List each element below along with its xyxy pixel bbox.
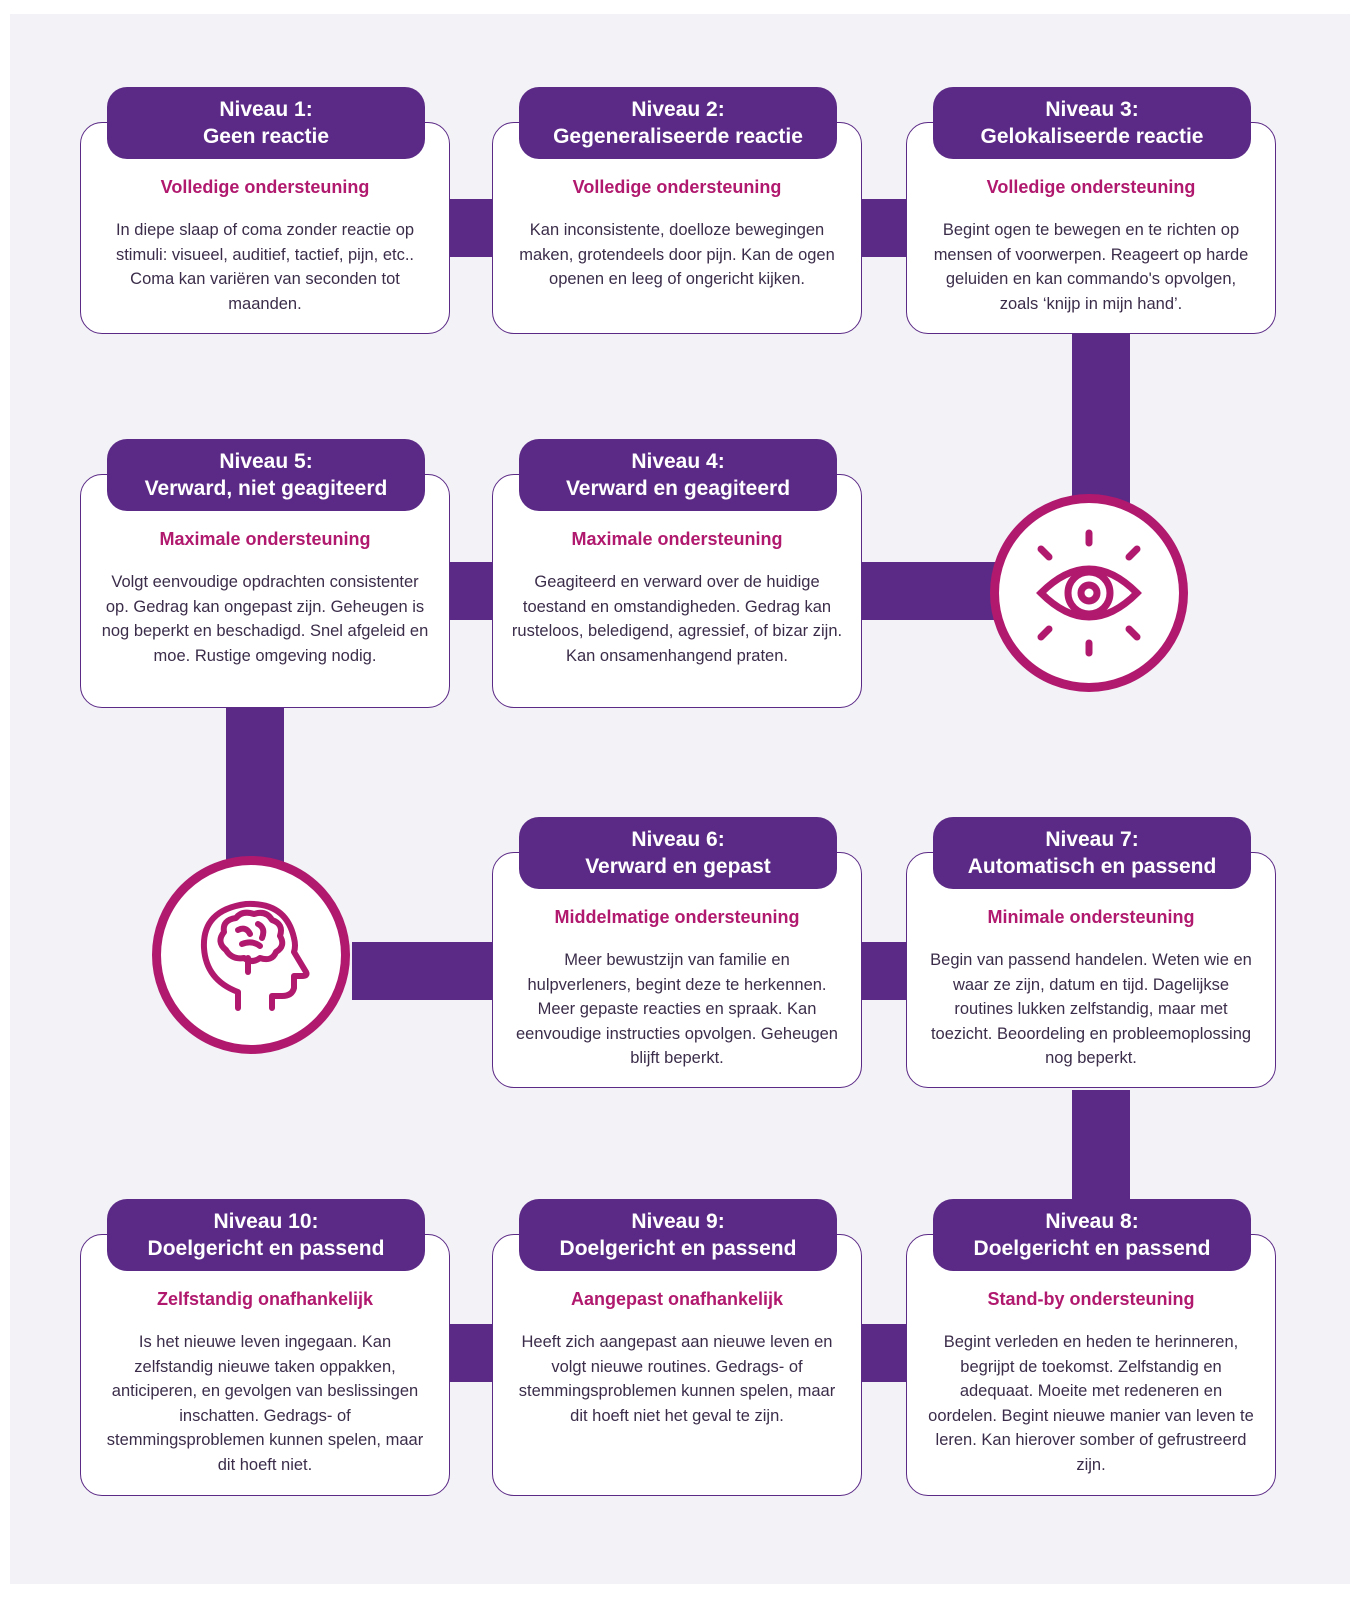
connector [226,706,284,866]
eye-icon-circle [990,494,1188,692]
level-badge: Niveau 1: Geen reactie [107,87,425,159]
level-title: Niveau 10: [213,1210,319,1233]
level-subtitle: Gegeneraliseerde reactie [553,125,803,148]
support-label: Stand-by ondersteuning [987,1289,1195,1309]
level-title: Niveau 7: [1045,828,1139,851]
level-description: Kan inconsistente, doelloze bewegingen m… [519,221,835,288]
level-title: Niveau 1: [219,98,313,121]
level-card-7: Niveau 7: Automatisch en passend Minimal… [906,817,1276,1088]
level-description: Heeft zich aangepast aan nieuwe leven en… [518,1333,836,1425]
connector [352,942,518,1000]
level-badge: Niveau 7: Automatisch en passend [933,817,1251,889]
level-card-5: Niveau 5: Verward, niet geagiteerd Maxim… [80,439,450,708]
level-subtitle: Geen reactie [202,125,330,148]
level-card-10: Niveau 10: Doelgericht en passend Zelfst… [80,1199,450,1496]
connector [862,562,1002,620]
level-badge: Niveau 9: Doelgericht en passend [519,1199,837,1271]
level-description: Is het nieuwe leven ingegaan. Kan zelfst… [106,1333,424,1474]
head-icon-circle [152,856,350,1054]
level-title: Niveau 9: [631,1210,725,1233]
level-card-4: Niveau 4: Verward en geagiteerd Maximale… [492,439,862,708]
level-description: In diepe slaap of coma zonder reactie op… [115,221,415,313]
level-card-9: Niveau 9: Doelgericht en passend Aangepa… [492,1199,862,1496]
level-subtitle: Doelgericht en passend [559,1237,797,1260]
level-card-8: Niveau 8: Doelgericht en passend Stand-b… [906,1199,1276,1496]
level-title: Niveau 2: [631,98,725,121]
level-badge: Niveau 2: Gegeneraliseerde reactie [519,87,837,159]
support-label: Aangepast onafhankelijk [570,1289,784,1309]
level-subtitle: Verward en geagiteerd [565,477,791,500]
support-label: Volledige ondersteuning [986,177,1196,197]
support-label: Maximale ondersteuning [571,529,783,549]
level-card-3: Niveau 3: Gelokaliseerde reactie Volledi… [906,87,1276,334]
level-badge: Niveau 10: Doelgericht en passend [107,1199,425,1271]
support-label: Middelmatige ondersteuning [554,907,800,927]
eye-icon [1036,529,1142,657]
support-label: Minimale ondersteuning [987,907,1195,927]
level-subtitle: Automatisch en passend [967,855,1217,878]
level-badge: Niveau 4: Verward en geagiteerd [519,439,837,511]
level-title: Niveau 5: [219,450,313,473]
level-description: Begint ogen te bewegen en te richten op … [933,221,1249,313]
level-description: Volgt eenvoudige opdrachten consistenter… [101,573,429,665]
level-card-6: Niveau 6: Verward en gepast Middelmatige… [492,817,862,1088]
level-badge: Niveau 5: Verward, niet geagiteerd [107,439,425,511]
level-description: Begin van passend handelen. Weten wie en… [930,951,1252,1067]
level-badge: Niveau 3: Gelokaliseerde reactie [933,87,1251,159]
brain-head-icon [200,900,310,1011]
level-subtitle: Doelgericht en passend [973,1237,1211,1260]
level-subtitle: Gelokaliseerde reactie [980,125,1204,148]
level-description: Geagiteerd en verward over de huidige to… [511,573,843,665]
level-subtitle: Verward en gepast [585,855,771,878]
infographic-canvas: Niveau 1: Geen reactie Volledige onderst… [10,14,1350,1584]
level-subtitle: Verward, niet geagiteerd [144,477,388,500]
level-badge: Niveau 8: Doelgericht en passend [933,1199,1251,1271]
level-card-2: Niveau 2: Gegeneraliseerde reactie Volle… [492,87,862,334]
support-label: Zelfstandig onafhankelijk [156,1289,374,1309]
level-title: Niveau 3: [1045,98,1139,121]
level-title: Niveau 4: [631,450,725,473]
support-label: Volledige ondersteuning [160,177,370,197]
level-card-1: Niveau 1: Geen reactie Volledige onderst… [80,87,450,334]
level-description: Meer bewustzijn van familie en hulpverle… [516,951,838,1067]
support-label: Maximale ondersteuning [159,529,371,549]
level-subtitle: Doelgericht en passend [147,1237,385,1260]
level-description: Begint verleden en heden te herinneren, … [928,1333,1254,1474]
level-badge: Niveau 6: Verward en gepast [519,817,837,889]
support-label: Volledige ondersteuning [572,177,782,197]
level-title: Niveau 6: [631,828,725,851]
level-title: Niveau 8: [1045,1210,1139,1233]
